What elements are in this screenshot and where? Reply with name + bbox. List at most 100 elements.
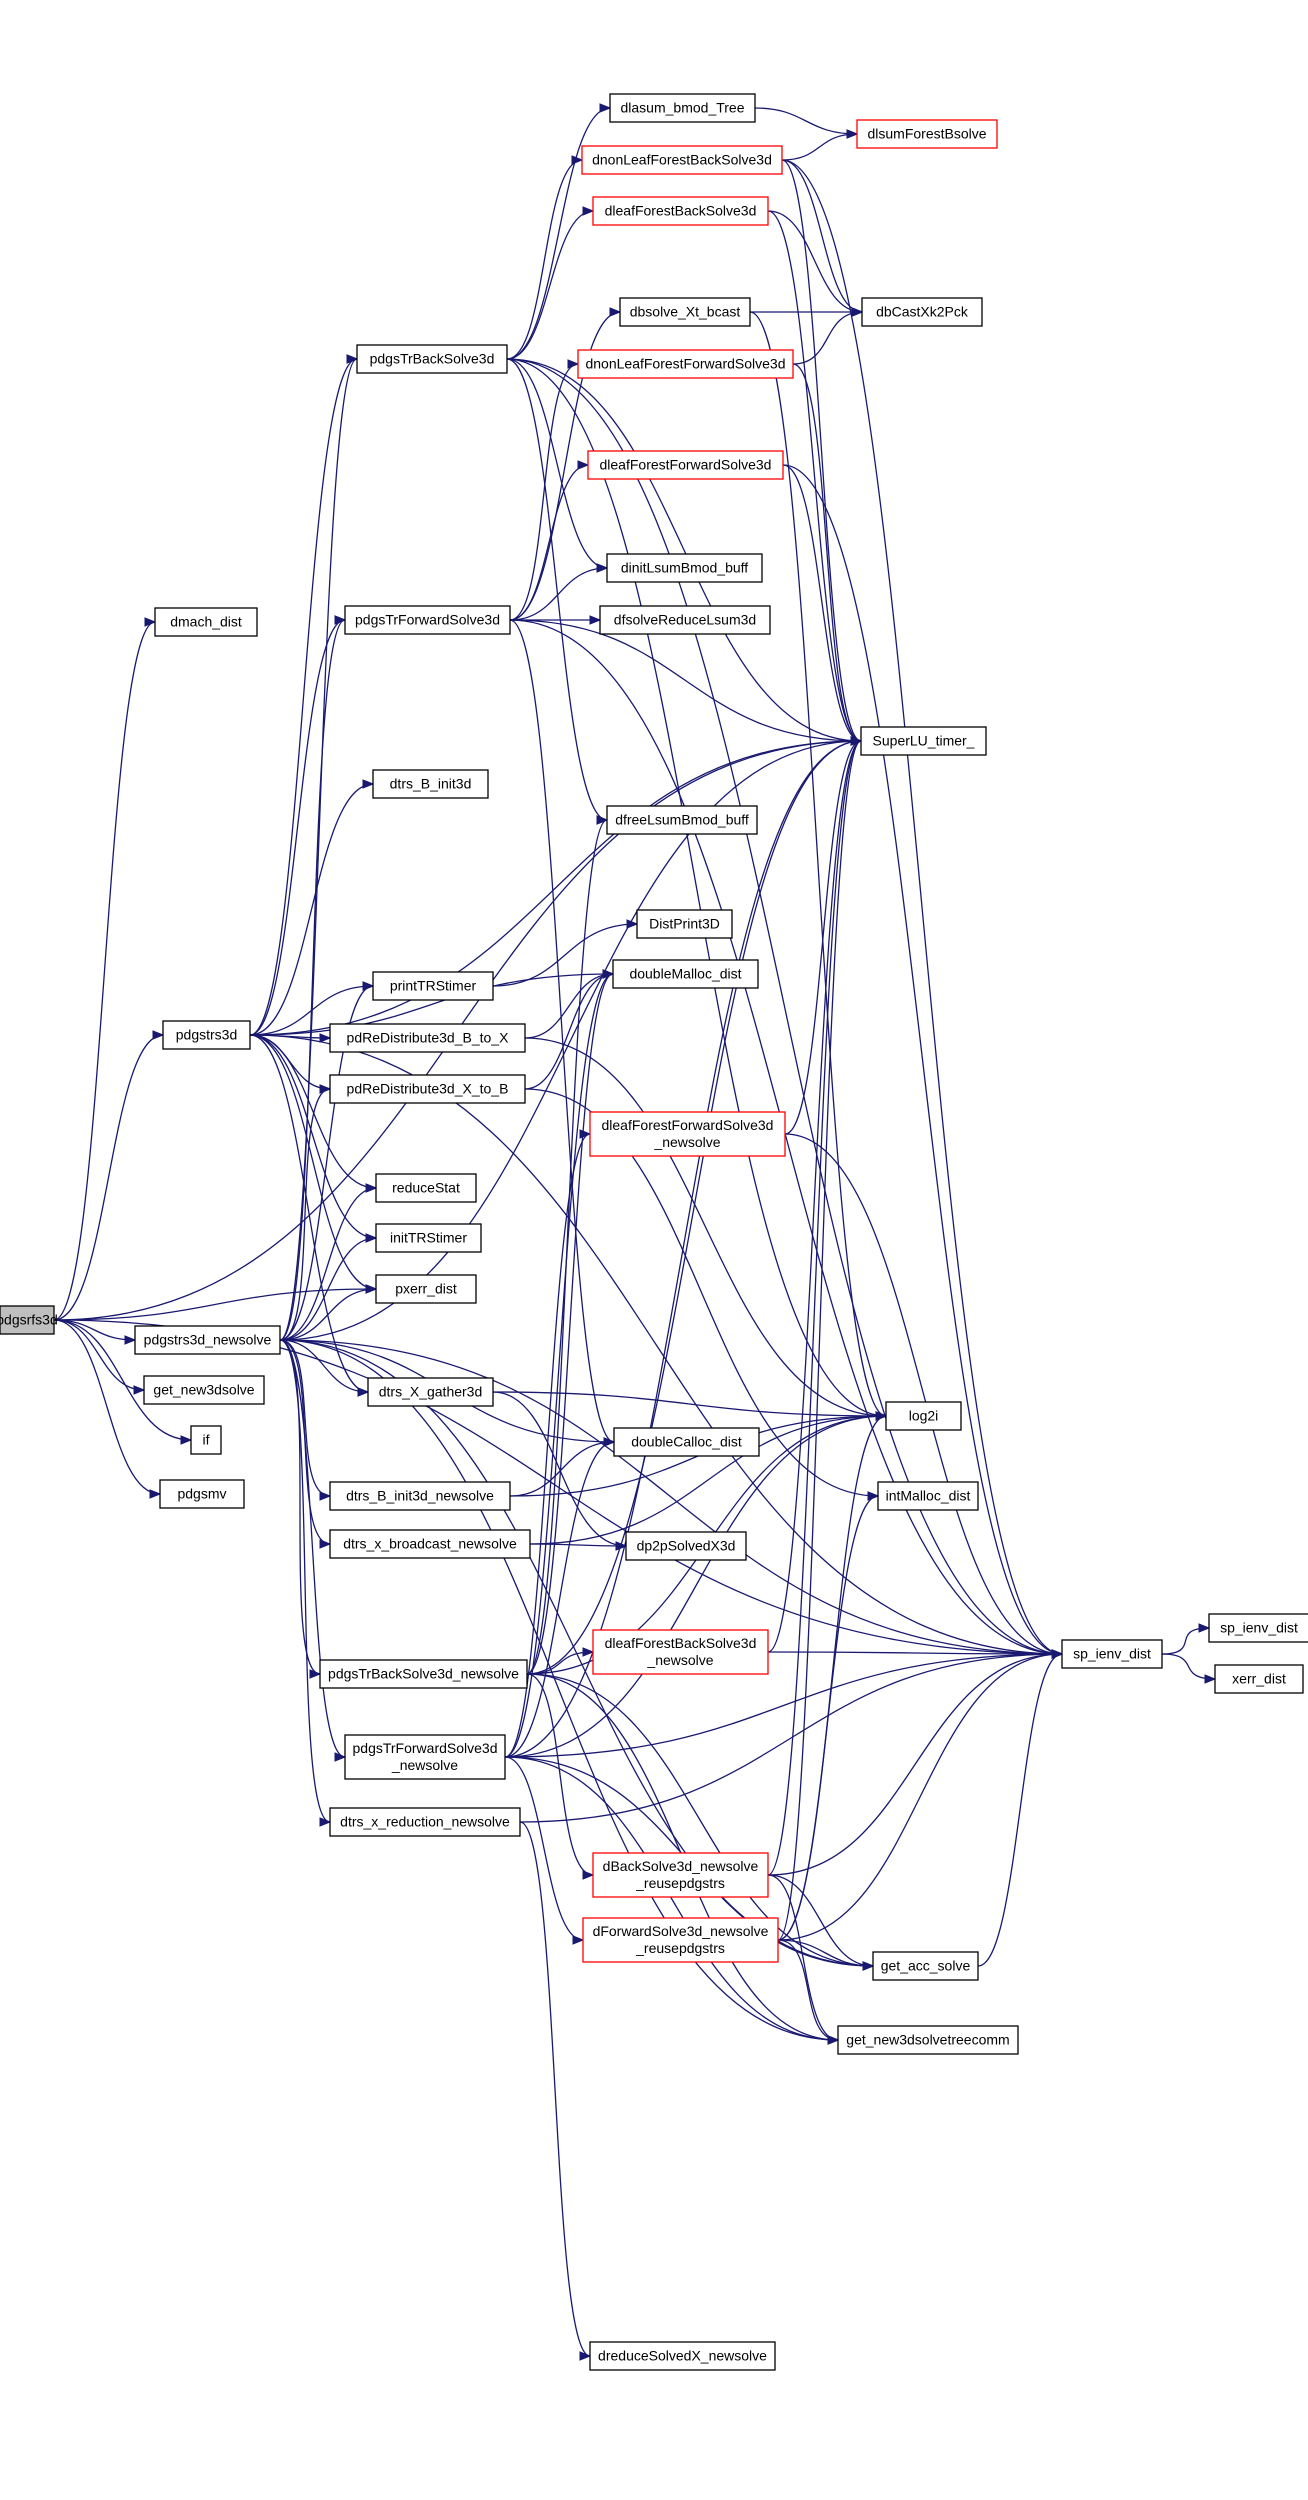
node-box[interactable] — [577, 349, 794, 379]
node-box[interactable] — [606, 553, 763, 583]
node-box[interactable] — [612, 959, 759, 989]
node-dfreeLsumBmod_buff[interactable]: dfreeLsumBmod_buff — [606, 805, 758, 835]
node-box[interactable] — [329, 1074, 526, 1104]
node-dtrs_B_init3d_newsolve[interactable]: dtrs_B_init3d_newsolve — [329, 1481, 511, 1511]
node-box[interactable] — [582, 1917, 779, 1963]
node-box[interactable] — [375, 1223, 482, 1253]
node-dtrs_B_init3d[interactable]: dtrs_B_init3d — [372, 769, 489, 799]
node-box[interactable] — [877, 1481, 979, 1511]
node-get_new3dsolvetreecomm[interactable]: get_new3dsolvetreecomm — [837, 2025, 1019, 2055]
node-xerr_dist[interactable]: xerr_dist — [1214, 1664, 1304, 1694]
node-box[interactable] — [837, 2025, 1019, 2055]
node-sp_ienv_dist[interactable]: sp_ienv_dist — [1061, 1639, 1163, 1669]
node-pxerr_dist[interactable]: pxerr_dist — [375, 1274, 477, 1304]
node-dleafForestForwardSolve3d_newsolve[interactable]: dleafForestForwardSolve3d_newsolve — [589, 1111, 786, 1157]
node-dbsolve_Xt_bcast[interactable]: dbsolve_Xt_bcast — [619, 297, 751, 327]
node-box[interactable] — [589, 1111, 786, 1157]
node-box[interactable] — [329, 1807, 521, 1837]
node-dreduceSolvedX_newsolve[interactable]: dreduceSolvedX_newsolve — [589, 2341, 776, 2371]
node-pdgsTrForwardSolve3d_newsolve[interactable]: pdgsTrForwardSolve3d_newsolve — [344, 1734, 506, 1780]
node-dleafForestBackSolve3d_newsolve[interactable]: dleafForestBackSolve3d_newsolve — [592, 1629, 769, 1675]
node-doubleMalloc_dist[interactable]: doubleMalloc_dist — [612, 959, 759, 989]
node-pdgsTrBackSolve3d_newsolve[interactable]: pdgsTrBackSolve3d_newsolve — [319, 1659, 528, 1689]
node-box[interactable] — [344, 1734, 506, 1780]
node-log2i[interactable]: log2i — [885, 1401, 962, 1431]
node-box[interactable] — [372, 971, 494, 1001]
node-box[interactable] — [154, 607, 258, 637]
node-pdReDistribute3d_B_to_X[interactable]: pdReDistribute3d_B_to_X — [329, 1023, 526, 1053]
node-SuperLU_timer_[interactable]: SuperLU_timer_ — [860, 726, 987, 756]
node-box[interactable] — [143, 1375, 265, 1405]
node-dnonLeafForestBackSolve3d[interactable]: dnonLeafForestBackSolve3d — [581, 145, 783, 175]
node-pdgsTrForwardSolve3d[interactable]: pdgsTrForwardSolve3d — [344, 605, 511, 635]
node-box[interactable] — [190, 1425, 222, 1455]
node-box[interactable] — [329, 1481, 511, 1511]
node-dfsolveReduceLsum3d[interactable]: dfsolveReduceLsum3d — [599, 605, 771, 635]
node-doubleCalloc_dist[interactable]: doubleCalloc_dist — [613, 1427, 760, 1457]
node-dinitLsumBmod_buff[interactable]: dinitLsumBmod_buff — [606, 553, 763, 583]
node-box[interactable] — [592, 196, 769, 226]
node-box[interactable] — [625, 1531, 747, 1561]
node-box[interactable] — [134, 1325, 281, 1355]
node-box[interactable] — [344, 605, 511, 635]
node-box[interactable] — [885, 1401, 962, 1431]
node-pdgsTrBackSolve3d[interactable]: pdgsTrBackSolve3d — [356, 344, 508, 374]
node-reduceStat[interactable]: reduceStat — [375, 1173, 477, 1203]
node-box[interactable] — [589, 2341, 776, 2371]
node-box[interactable] — [606, 805, 758, 835]
node-dleafForestForwardSolve3d[interactable]: dleafForestForwardSolve3d — [587, 450, 784, 480]
node-box[interactable] — [367, 1377, 494, 1407]
node-box[interactable] — [613, 1427, 760, 1457]
node-box[interactable] — [872, 1951, 979, 1981]
node-pdReDistribute3d_X_to_B[interactable]: pdReDistribute3d_X_to_B — [329, 1074, 526, 1104]
node-dtrs_X_gather3d[interactable]: dtrs_X_gather3d — [367, 1377, 494, 1407]
node-box[interactable] — [329, 1023, 526, 1053]
node-box[interactable] — [329, 1529, 531, 1559]
node-box[interactable] — [861, 297, 983, 327]
node-dleafForestBackSolve3d[interactable]: dleafForestBackSolve3d — [592, 196, 769, 226]
node-dtrs_x_reduction_newsolve[interactable]: dtrs_x_reduction_newsolve — [329, 1807, 521, 1837]
node-pdgsmv[interactable]: pdgsmv — [159, 1479, 245, 1509]
node-box[interactable] — [599, 605, 771, 635]
node-box[interactable] — [319, 1659, 528, 1689]
node-box[interactable] — [1208, 1613, 1308, 1643]
node-box[interactable] — [592, 1852, 769, 1898]
node-box[interactable] — [587, 450, 784, 480]
node-box[interactable] — [856, 119, 998, 149]
node-pdgsrfs3d[interactable]: pdgsrfs3d — [0, 1305, 58, 1335]
node-get_new3dsolve[interactable]: get_new3dsolve — [143, 1375, 265, 1405]
node-if[interactable]: if — [190, 1425, 222, 1455]
node-box[interactable] — [356, 344, 508, 374]
node-initTRStimer[interactable]: initTRStimer — [375, 1223, 482, 1253]
node-dBackSolve3d_newsolve_reusepdgstrs[interactable]: dBackSolve3d_newsolve_reusepdgstrs — [592, 1852, 769, 1898]
node-dp2pSolvedX3d[interactable]: dp2pSolvedX3d — [625, 1531, 747, 1561]
node-box[interactable] — [375, 1173, 477, 1203]
node-box[interactable] — [372, 769, 489, 799]
node-dbCastXk2Pck[interactable]: dbCastXk2Pck — [861, 297, 983, 327]
node-dForwardSolve3d_newsolve_reusepdgstrs[interactable]: dForwardSolve3d_newsolve_reusepdgstrs — [582, 1917, 779, 1963]
node-dmach_dist[interactable]: dmach_dist — [154, 607, 258, 637]
node-box[interactable] — [375, 1274, 477, 1304]
node-box[interactable] — [860, 726, 987, 756]
node-box[interactable] — [159, 1479, 245, 1509]
node-sp_ienv_dist_leaf[interactable]: sp_ienv_dist — [1208, 1613, 1308, 1643]
node-get_acc_solve[interactable]: get_acc_solve — [872, 1951, 979, 1981]
node-box[interactable] — [581, 145, 783, 175]
node-dtrs_x_broadcast_newsolve[interactable]: dtrs_x_broadcast_newsolve — [329, 1529, 531, 1559]
node-printTRStimer[interactable]: printTRStimer — [372, 971, 494, 1001]
node-box[interactable] — [619, 297, 751, 327]
node-pdgstrs3d_newsolve[interactable]: pdgstrs3d_newsolve — [134, 1325, 281, 1355]
node-box[interactable] — [592, 1629, 769, 1675]
node-box[interactable] — [1214, 1664, 1304, 1694]
node-box[interactable] — [162, 1020, 251, 1050]
node-dlasum_bmod_Tree[interactable]: dlasum_bmod_Tree — [609, 93, 756, 123]
node-dlsumForestBsolve[interactable]: dlsumForestBsolve — [856, 119, 998, 149]
node-box[interactable] — [609, 93, 756, 123]
node-dnonLeafForestForwardSolve3d[interactable]: dnonLeafForestForwardSolve3d — [577, 349, 794, 379]
node-box[interactable] — [0, 1305, 55, 1335]
node-intMalloc_dist[interactable]: intMalloc_dist — [877, 1481, 979, 1511]
node-box[interactable] — [1061, 1639, 1163, 1669]
node-box[interactable] — [636, 909, 733, 939]
node-pdgstrs3d[interactable]: pdgstrs3d — [162, 1020, 251, 1050]
node-DistPrint3D[interactable]: DistPrint3D — [636, 909, 733, 939]
